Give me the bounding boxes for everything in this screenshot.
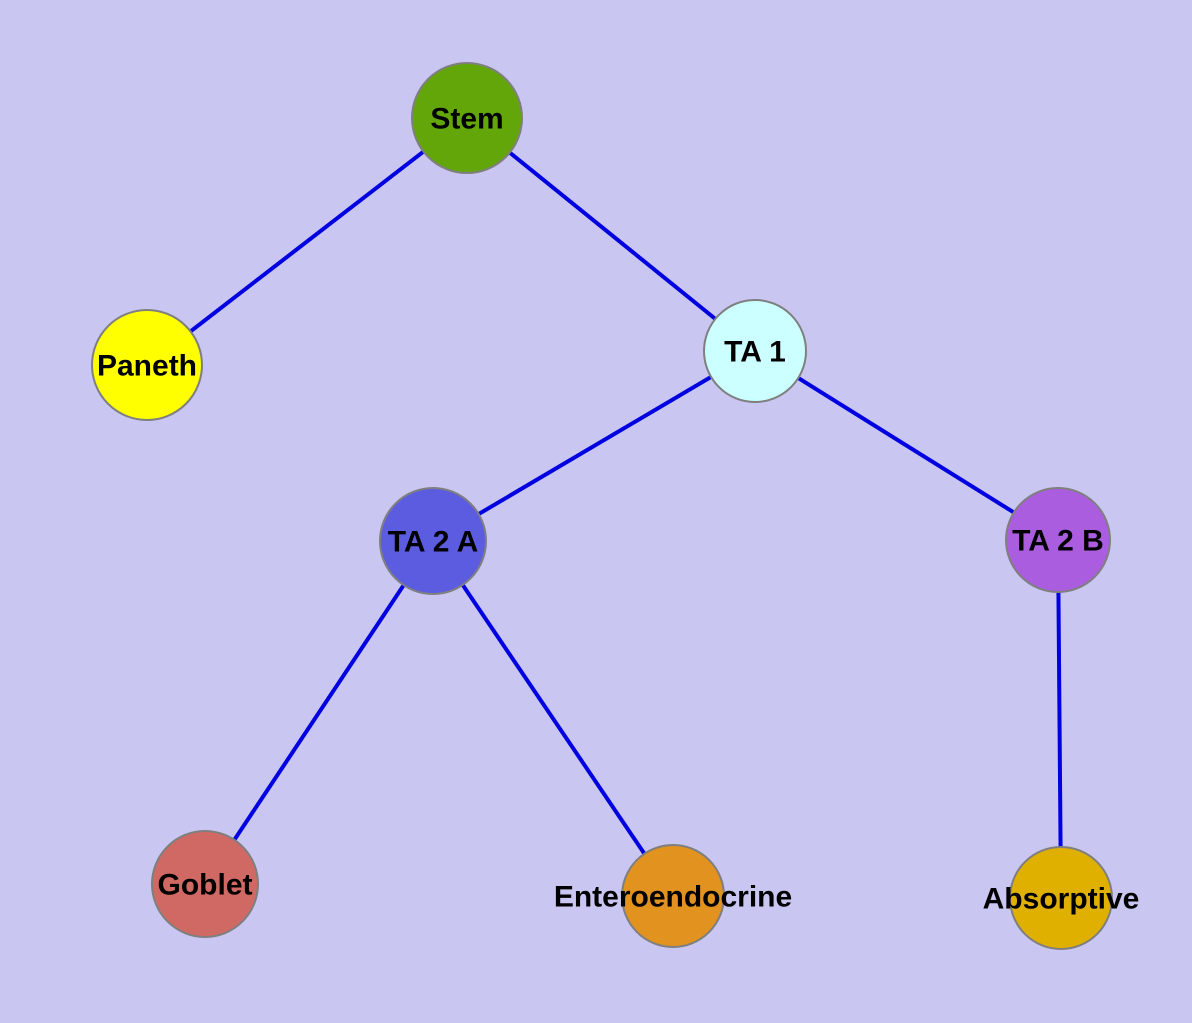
- node-circle-absorptive[interactable]: [1009, 846, 1113, 950]
- node-goblet[interactable]: Goblet: [151, 830, 259, 938]
- node-circle-enteroendocrine[interactable]: [621, 844, 725, 948]
- node-circle-stem[interactable]: [411, 62, 523, 174]
- node-paneth[interactable]: Paneth: [91, 309, 203, 421]
- edge-stem-paneth: [145, 116, 469, 367]
- node-circle-ta2b[interactable]: [1005, 487, 1111, 593]
- edge-ta2a-goblet: [203, 539, 435, 886]
- node-stem[interactable]: Stem: [411, 62, 523, 174]
- node-enteroendocrine[interactable]: Enteroendocrine: [554, 844, 792, 948]
- edge-ta1-ta2b: [753, 349, 1060, 542]
- edge-ta2b-absorptive: [1056, 539, 1063, 899]
- edge-ta2a-enteroendocrine: [431, 539, 675, 898]
- node-ta2a[interactable]: TA 2 A: [379, 487, 487, 595]
- edge-ta1-ta2a: [431, 349, 757, 543]
- edge-stem-ta1: [465, 116, 757, 353]
- node-circle-ta1[interactable]: [703, 299, 807, 403]
- node-ta1[interactable]: TA 1: [703, 299, 807, 403]
- node-circle-paneth[interactable]: [91, 309, 203, 421]
- node-circle-ta2a[interactable]: [379, 487, 487, 595]
- node-ta2b[interactable]: TA 2 B: [1005, 487, 1111, 593]
- node-absorptive[interactable]: Absorptive: [983, 846, 1140, 950]
- node-circle-goblet[interactable]: [151, 830, 259, 938]
